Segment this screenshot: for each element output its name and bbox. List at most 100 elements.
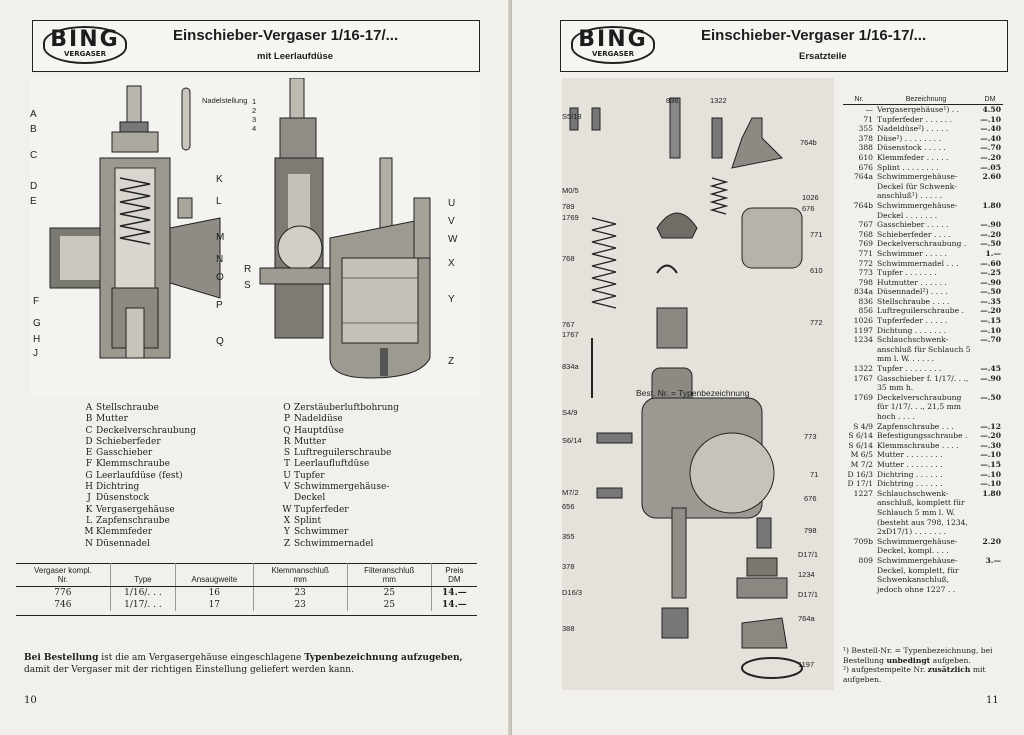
parts-cell-dm: —.35 xyxy=(980,296,1001,306)
legend-text: Gasschieber xyxy=(96,448,153,459)
callout-j: J xyxy=(33,348,38,359)
footnote-2-text: ²) aufgestempelte Nr. xyxy=(843,665,928,675)
cell-preis: 14.— xyxy=(442,588,467,598)
parts-cell-nr: M 6/5 xyxy=(850,450,873,460)
parts-cell-bez: Schwimmergehäuse-Deckel für Schwenk-ansc… xyxy=(877,172,958,201)
table-rule xyxy=(16,611,477,616)
parts-cell-nr: S 6/14 xyxy=(848,431,873,441)
parts-cell-nr: — xyxy=(865,105,873,114)
legend-text: Tupfer xyxy=(294,470,325,481)
part-label: 676 xyxy=(804,494,817,503)
callout-d: D xyxy=(30,181,38,192)
parts-cell-bez: Luftreguilerschraube . xyxy=(877,306,964,316)
parts-cell-dm: 2.20 xyxy=(982,536,1002,546)
part-label: 798 xyxy=(804,526,817,535)
parts-cell-nr: 836 xyxy=(858,296,874,306)
parts-cell-nr: 767 xyxy=(858,220,874,230)
callout-m: M xyxy=(216,232,225,243)
parts-cell-bez: Mutter . . . . . . . . xyxy=(877,459,943,469)
parts-cell-bez: Dichtring . . . . . . xyxy=(877,479,943,489)
legend-key: F xyxy=(85,459,93,470)
parts-cell-bez: Befestigungsschraube . xyxy=(877,431,968,441)
callout-h: H xyxy=(33,334,41,345)
parts-header-bez: Bezeichnung xyxy=(875,95,977,105)
legend-key: L xyxy=(86,515,92,526)
legend-text: Leerlaufdüse (fest) xyxy=(96,470,183,481)
parts-cell-nr: M 7/2 xyxy=(850,459,873,469)
parts-cell-dm: —.40 xyxy=(980,133,1001,143)
legend-key: G xyxy=(85,470,93,481)
parts-cell-dm: —.90 xyxy=(980,220,1001,230)
parts-cell-bez: Hutmutter . . . . . . xyxy=(877,277,947,287)
part-label: 836 xyxy=(666,96,679,105)
parts-cell-bez: Gasschieber . . . . . xyxy=(877,220,949,230)
parts-cell-nr: 71 xyxy=(863,114,873,124)
part-label: 789 xyxy=(562,202,575,211)
parts-cell-nr: 355 xyxy=(858,124,874,134)
order-note-mid: ist die am Vergasergehäuse eingeschlagen… xyxy=(98,653,305,663)
spec-header-type: Type xyxy=(110,563,177,587)
parts-cell-nr: D 16/3 xyxy=(847,469,873,479)
bing-logo: BING VERGASER xyxy=(571,26,655,64)
parts-cell-dm: —.70 xyxy=(980,335,1001,345)
cell-klemm: 23 xyxy=(253,599,348,611)
callout-k: K xyxy=(216,174,223,185)
needle-pos-3: 3 xyxy=(252,115,257,124)
parts-cell-dm: —.05 xyxy=(980,162,1001,172)
parts-cell-bez: Vergasergehäuse¹) . . xyxy=(877,105,960,114)
legend-key: V xyxy=(283,482,291,493)
legend-text: Dichtring xyxy=(96,482,140,493)
parts-cell-nr: 1026 xyxy=(853,316,873,326)
parts-cell-dm: 1.— xyxy=(985,248,1001,258)
header-preis-unit: DM xyxy=(448,575,461,584)
parts-cell-dm: —.45 xyxy=(980,364,1001,374)
parts-cell-nr: 798 xyxy=(858,277,874,287)
legend-key: E xyxy=(85,448,93,459)
logo-text: BING xyxy=(50,27,120,52)
carburetor-spec-table: Vergaser kompl.Nr. Type Ansaugweite Klem… xyxy=(16,563,477,616)
part-label: S6/14 xyxy=(562,436,582,445)
part-label: 610 xyxy=(810,266,823,275)
legend-text: Schwimmernadel xyxy=(294,538,374,549)
parts-cell-dm: —.50 xyxy=(980,392,1001,402)
order-note-tail: damit der Vergaser mit der richtigen Ein… xyxy=(24,665,354,675)
carburetor-cross-section: Nadelstellung 1 2 3 4 A B C D E F G H J … xyxy=(30,77,480,396)
order-note-lead: Bei Bestellung xyxy=(24,653,99,663)
parts-cell-nr: 1769 xyxy=(853,392,873,402)
page-number: 11 xyxy=(986,695,999,706)
table-row: 776 1/16/. . . 16 23 25 14.— xyxy=(16,586,477,599)
legend-text: Schwimmer xyxy=(294,527,349,538)
legend-text: Klemmschraube xyxy=(96,459,171,470)
parts-cell-nr: 1227 xyxy=(853,488,873,498)
footnotes: ¹) Bestell-Nr. = Typenbezeichnung, bei B… xyxy=(843,646,1003,684)
footnote-1-text: ¹) Bestell-Nr. = Typenbezeichnung, bei B… xyxy=(843,646,993,665)
legend-key: R xyxy=(283,436,291,447)
parts-cell-nr: 768 xyxy=(858,229,874,239)
parts-cell-nr: 610 xyxy=(858,152,874,162)
parts-cell-dm: —.30 xyxy=(980,440,1001,450)
part-label: 771 xyxy=(810,230,823,239)
parts-header-dm: DM xyxy=(977,95,1003,105)
parts-cell-bez: Splint . . . . . . . . xyxy=(877,162,939,172)
part-label: 355 xyxy=(562,532,575,541)
